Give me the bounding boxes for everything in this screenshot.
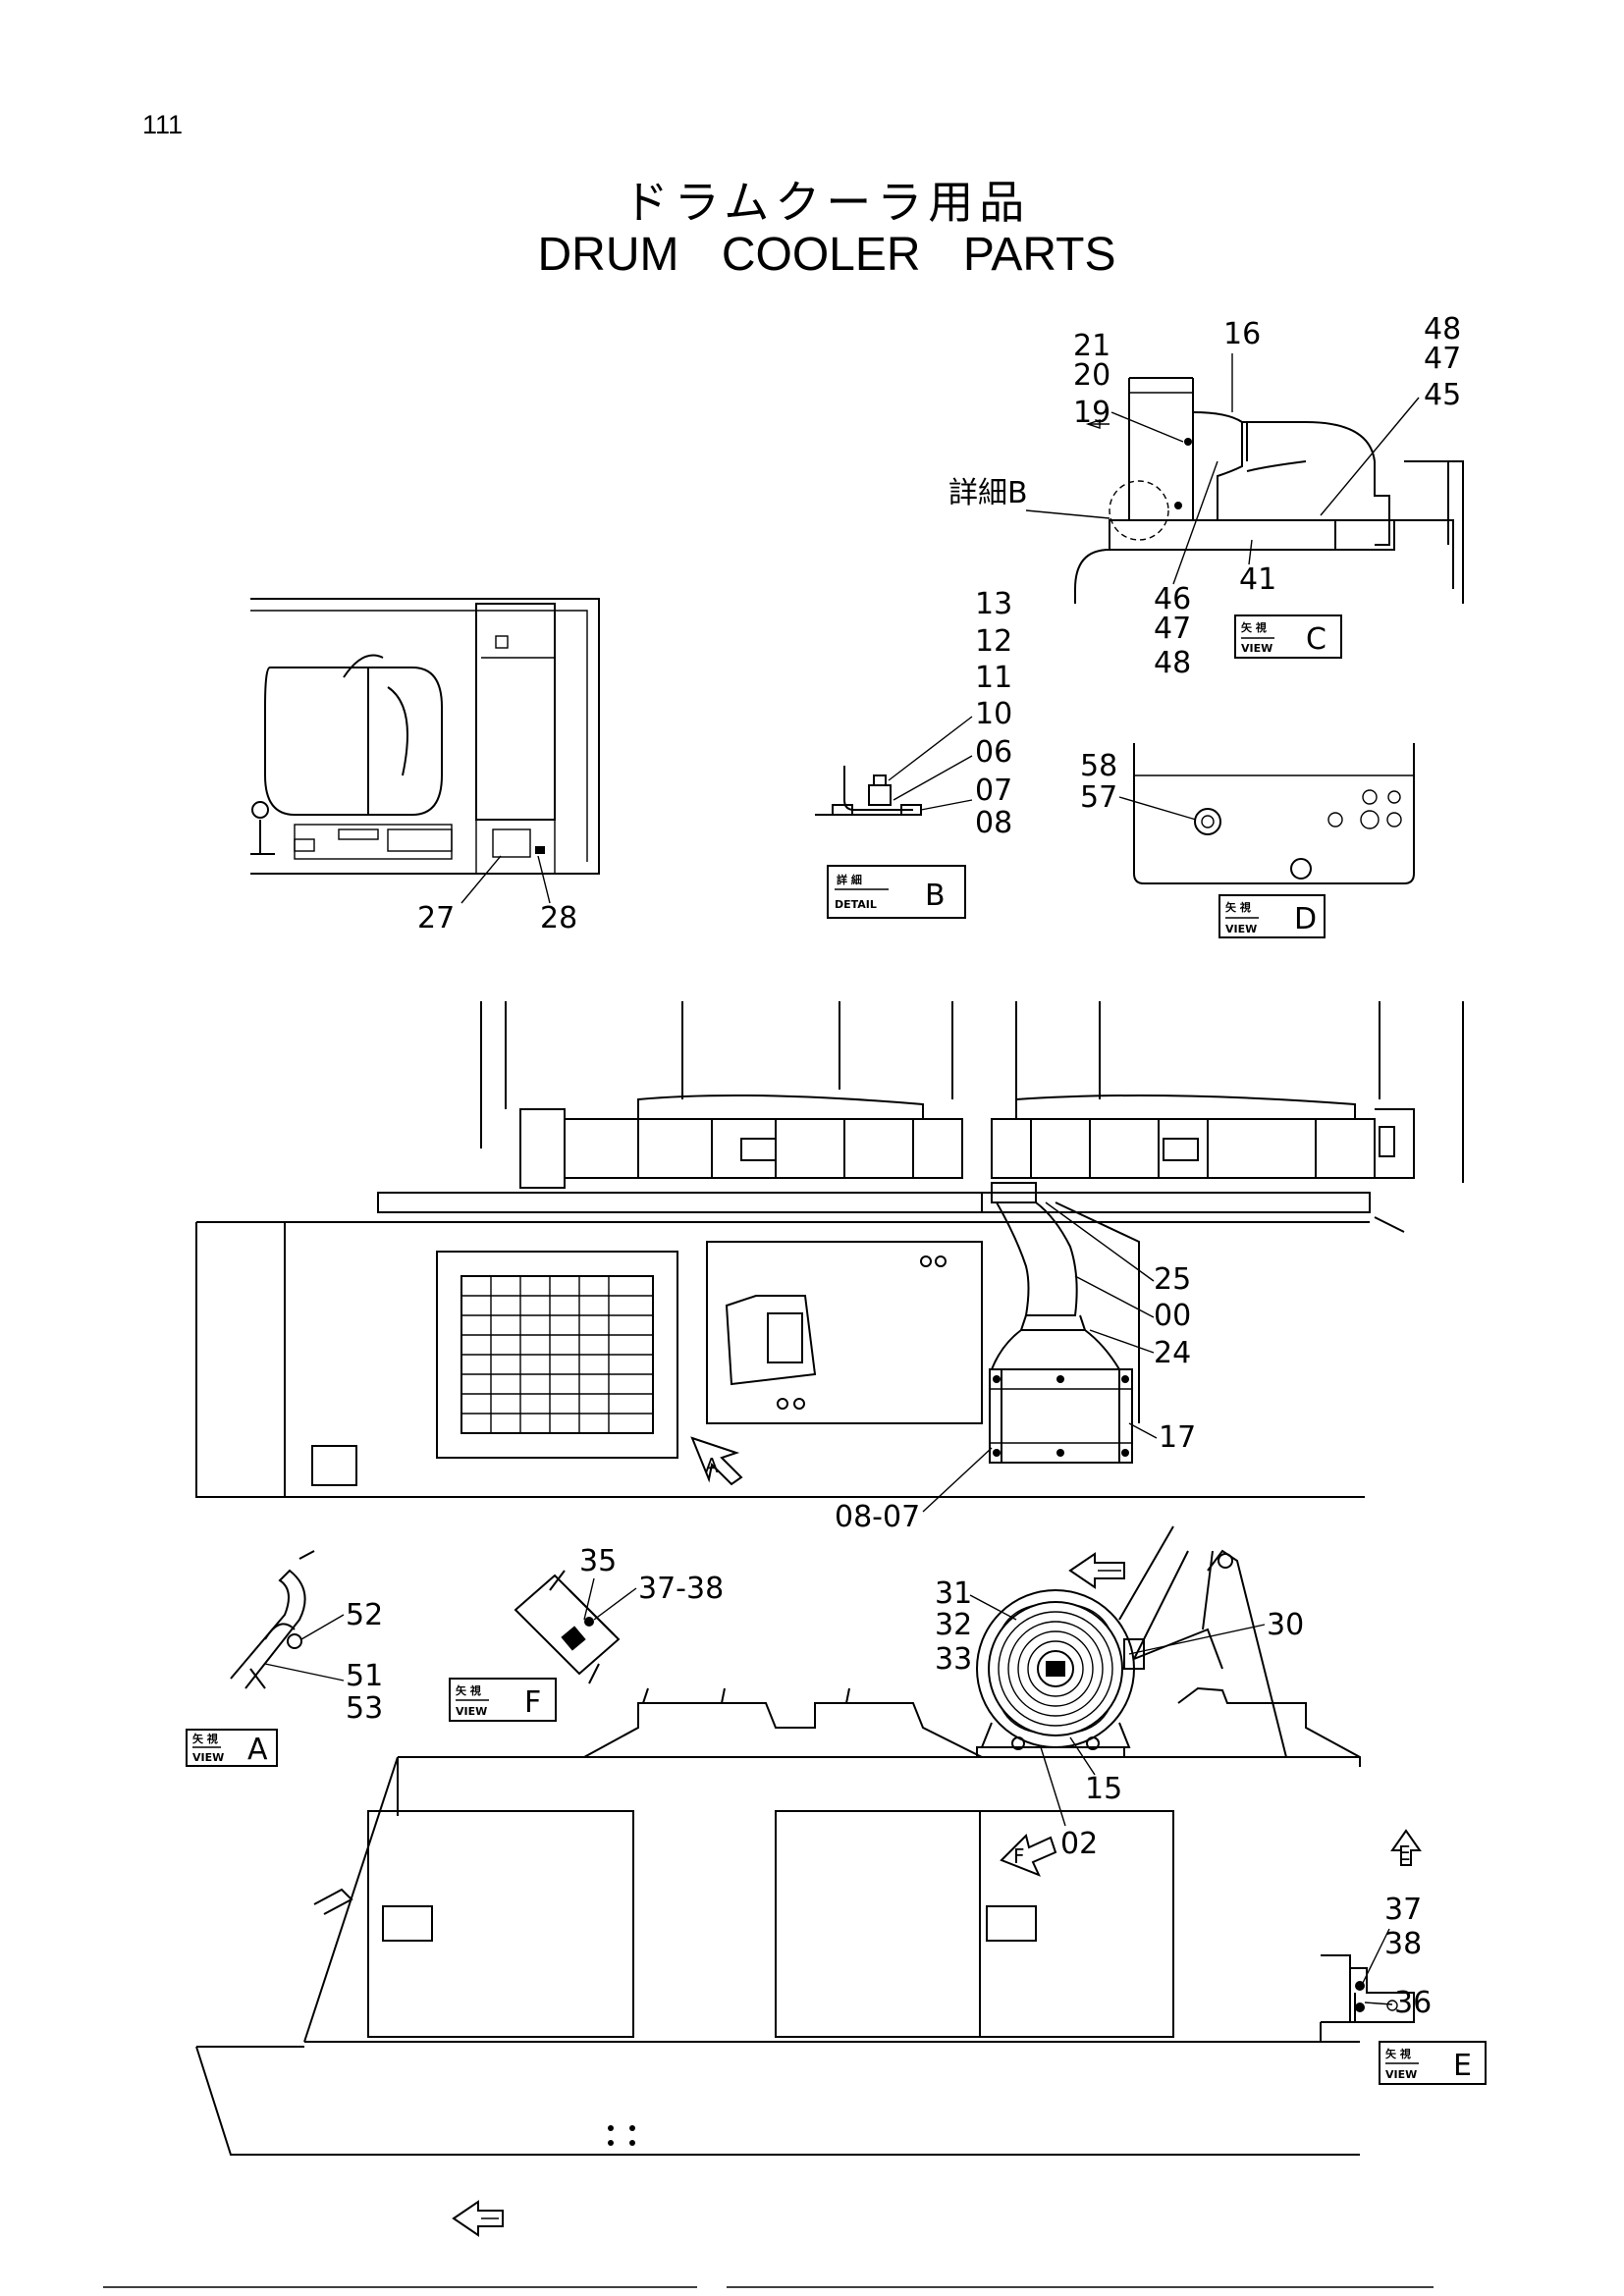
detail-b-reference: 詳細B [948,476,1028,510]
svg-text:DETAIL: DETAIL [835,898,877,911]
svg-text:F: F [1013,1844,1025,1868]
callout-13: 13 [975,587,1012,621]
detail-b-tag: 詳 細 DETAIL B [827,865,966,919]
view-arrow-f: F [1000,1834,1057,1877]
callout-37-38: 37-38 [638,1572,724,1606]
svg-text:VIEW: VIEW [456,1705,487,1718]
callout-48-bottom: 48 [1154,646,1191,680]
callout-28: 28 [540,901,577,935]
callout-10: 10 [975,697,1012,731]
callout-51: 51 [346,1659,383,1693]
svg-text:E: E [1398,1842,1411,1865]
callout-47-top: 47 [1424,342,1461,376]
callout-57: 57 [1080,780,1117,815]
fan-assembly [976,1525,1287,1758]
view-arrow-e: E [1390,1829,1422,1866]
svg-text:D: D [1294,902,1317,936]
callout-15: 15 [1085,1772,1122,1806]
callout-37: 37 [1384,1893,1422,1927]
svg-text:A: A [247,1733,268,1767]
callout-47-bottom: 47 [1154,612,1191,646]
callout-02: 02 [1060,1827,1098,1861]
view-c-tag: 矢 視 VIEW C [1234,614,1342,659]
svg-text:詳 細: 詳 細 [837,873,862,886]
svg-text:矢 視: 矢 視 [1385,2047,1411,2060]
callout-53: 53 [346,1691,383,1726]
title-japanese: ドラムクーラ用品 [623,176,1031,229]
svg-text:B: B [925,879,946,913]
view-arrow-left-top [1068,1552,1125,1589]
callout-33: 33 [935,1642,972,1677]
lower-body [103,1686,1434,2288]
main-upper-assembly [195,1001,1464,1498]
view-d-tag: 矢 視 VIEW D [1218,894,1326,938]
callout-16: 16 [1223,317,1261,351]
svg-text:矢 視: 矢 視 [456,1683,481,1697]
view-arrow-left-bottom [452,2200,504,2237]
callout-19: 19 [1073,396,1110,430]
callout-12: 12 [975,624,1012,659]
callout-58: 58 [1080,749,1117,783]
view-c-group [1074,377,1464,604]
callout-06: 06 [975,735,1012,770]
callout-00: 00 [1154,1299,1191,1333]
svg-text:A: A [705,1454,719,1477]
page-number: 111 [142,110,184,139]
view-e-group [1320,1954,1415,2043]
callout-08-07: 08-07 [835,1500,920,1534]
view-arrow-a: A [690,1436,743,1486]
callout-35: 35 [579,1544,617,1578]
svg-text:E: E [1453,2049,1472,2083]
view-e-tag: 矢 視 VIEW E [1379,2041,1487,2085]
callout-27: 27 [417,901,455,935]
operator-panel-group [250,598,600,875]
svg-text:矢 視: 矢 視 [1225,900,1251,914]
callout-25: 25 [1154,1262,1191,1297]
svg-text:VIEW: VIEW [1385,2068,1417,2081]
callout-32: 32 [935,1608,972,1642]
svg-text:VIEW: VIEW [1225,923,1257,935]
callout-36: 36 [1394,1986,1432,2020]
callout-08: 08 [975,806,1012,840]
svg-text:C: C [1306,622,1326,657]
svg-text:F: F [524,1685,541,1720]
callout-45: 45 [1424,378,1461,412]
view-f-tag: 矢 視 VIEW F [449,1678,557,1722]
svg-text:矢 視: 矢 視 [192,1732,218,1745]
callout-24: 24 [1154,1336,1191,1370]
view-a-group [230,1550,315,1689]
callout-38: 38 [1384,1927,1422,1961]
callout-21: 21 [1073,329,1110,363]
view-f-group [514,1570,621,1684]
svg-text:矢 視: 矢 視 [1241,620,1267,634]
callout-20: 20 [1073,358,1110,393]
svg-text:VIEW: VIEW [192,1751,224,1764]
svg-text:VIEW: VIEW [1241,642,1272,655]
view-d-group [1133,743,1415,884]
callout-11: 11 [975,661,1012,695]
callout-48-top: 48 [1424,312,1461,347]
callout-17: 17 [1159,1420,1196,1455]
callout-52: 52 [346,1598,383,1632]
callout-31: 31 [935,1576,972,1611]
callout-07: 07 [975,774,1012,808]
callout-30: 30 [1267,1608,1304,1642]
callout-46: 46 [1154,582,1191,616]
callout-41: 41 [1239,562,1276,597]
title-english: DRUM COOLER PARTS [537,229,1116,281]
detail-b-group [815,766,922,816]
view-a-tag: 矢 視 VIEW A [186,1729,278,1767]
